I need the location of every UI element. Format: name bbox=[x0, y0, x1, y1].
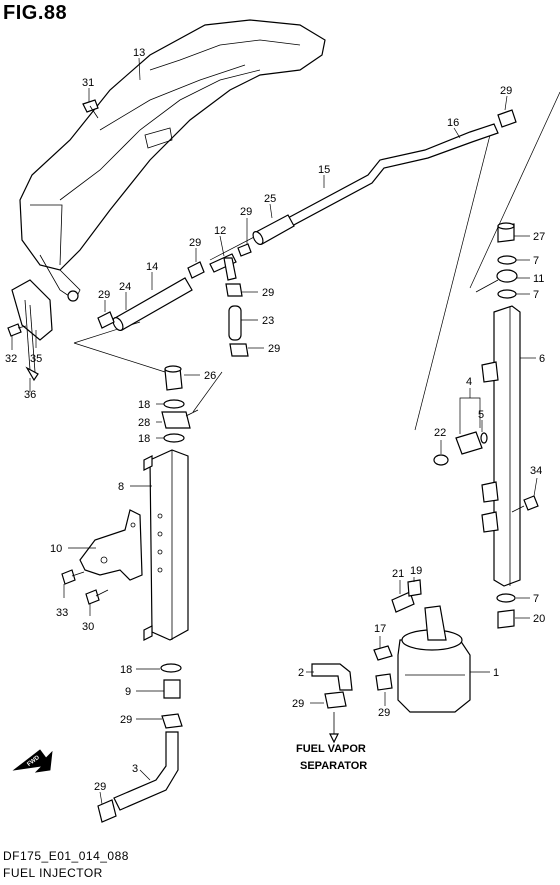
drawing-code: DF175_E01_014_088 bbox=[3, 849, 129, 863]
callout-line-1: FUEL VAPOR bbox=[296, 743, 366, 755]
part-label: 20 bbox=[533, 613, 545, 625]
part-10-bracket bbox=[79, 509, 143, 581]
section-name: FUEL INJECTOR bbox=[3, 866, 103, 880]
part-6-injector-rail bbox=[481, 305, 521, 587]
part-label: 32 bbox=[5, 353, 17, 365]
part-label: 25 bbox=[264, 193, 276, 205]
part-label: 7 bbox=[533, 289, 539, 301]
part-27-bolt bbox=[497, 222, 515, 243]
guide-lines bbox=[73, 91, 560, 431]
part-label: 5 bbox=[478, 409, 484, 421]
part-label: 29 bbox=[189, 237, 201, 249]
bolt-34 bbox=[511, 495, 539, 513]
part-11-banjo bbox=[475, 269, 518, 293]
callout-line-2: SEPARATOR bbox=[300, 760, 367, 772]
part-label: 3 bbox=[132, 763, 138, 775]
bolt-30 bbox=[85, 589, 109, 605]
bolt-31 bbox=[82, 99, 99, 119]
part-23-hose bbox=[228, 305, 249, 357]
part-label: 29 bbox=[268, 343, 280, 355]
part-label: 14 bbox=[146, 261, 158, 273]
part-label: 9 bbox=[125, 686, 131, 698]
part-2-hose bbox=[311, 663, 353, 744]
part-label: 16 bbox=[447, 117, 459, 129]
part-4-injector bbox=[433, 431, 488, 466]
part-number-labels: 13 31 29 16 15 25 29 12 29 14 24 29 29 2… bbox=[5, 47, 545, 793]
part-label: 31 bbox=[82, 77, 94, 89]
part-label: 23 bbox=[262, 315, 274, 327]
part-label: 18 bbox=[138, 433, 150, 445]
washer-7-bottom bbox=[496, 593, 516, 603]
part-label: 21 bbox=[392, 568, 404, 580]
part-label: 18 bbox=[138, 399, 150, 411]
part-label: 27 bbox=[533, 231, 545, 243]
figure-title: FIG.88 bbox=[3, 2, 68, 24]
part-label: 11 bbox=[533, 273, 544, 285]
bolt-33 bbox=[61, 569, 85, 585]
part-label: 36 bbox=[24, 389, 36, 401]
part-label: 26 bbox=[204, 370, 216, 382]
part-label: 29 bbox=[94, 781, 106, 793]
part-label: 18 bbox=[120, 664, 132, 676]
part-label: 30 bbox=[82, 621, 94, 633]
part-label: 22 bbox=[434, 427, 446, 439]
part-13-cover bbox=[19, 19, 326, 302]
part-1-vapor-separator bbox=[373, 579, 471, 713]
part-label: 33 bbox=[56, 607, 68, 619]
part-label: 29 bbox=[378, 707, 390, 719]
part-label: 29 bbox=[120, 714, 132, 726]
washer-7-mid bbox=[497, 289, 517, 299]
part-15-16-25-pipe bbox=[252, 109, 517, 245]
part-label: 29 bbox=[262, 287, 274, 299]
washer-7-top bbox=[497, 255, 517, 265]
part-label: 35 bbox=[30, 353, 42, 365]
part-20-plug bbox=[497, 609, 515, 629]
part-12-joint bbox=[209, 243, 252, 297]
part-label: 34 bbox=[530, 465, 542, 477]
part-label: 1 bbox=[493, 667, 499, 679]
part-label: 2 bbox=[298, 667, 304, 679]
part-3-hose bbox=[97, 731, 179, 823]
part-label: 7 bbox=[533, 593, 539, 605]
fwd-arrow-icon: FWD bbox=[12, 749, 53, 773]
part-26-28-union bbox=[161, 365, 199, 443]
part-label: 29 bbox=[98, 289, 110, 301]
part-label: 13 bbox=[133, 47, 145, 59]
part-8-rail bbox=[143, 449, 189, 641]
part-label: 15 bbox=[318, 164, 330, 176]
part-label: 29 bbox=[240, 206, 252, 218]
part-label: 24 bbox=[119, 281, 131, 293]
part-label: 8 bbox=[118, 481, 124, 493]
bolt-32 bbox=[7, 323, 27, 337]
part-label: 17 bbox=[374, 623, 386, 635]
part-label: 28 bbox=[138, 417, 150, 429]
part-label: 10 bbox=[50, 543, 62, 555]
part-label: 29 bbox=[292, 698, 304, 710]
part-14-24-hose bbox=[97, 261, 205, 331]
part-label: 19 bbox=[410, 565, 422, 577]
part-label: 29 bbox=[500, 85, 512, 97]
part-35-36-bracket bbox=[11, 279, 53, 382]
leader-lines bbox=[11, 57, 538, 805]
part-label: 4 bbox=[466, 376, 472, 388]
part-9-fitting bbox=[160, 663, 183, 729]
part-label: 7 bbox=[533, 255, 539, 267]
part-label: 6 bbox=[539, 353, 545, 365]
part-label: 12 bbox=[214, 225, 226, 237]
